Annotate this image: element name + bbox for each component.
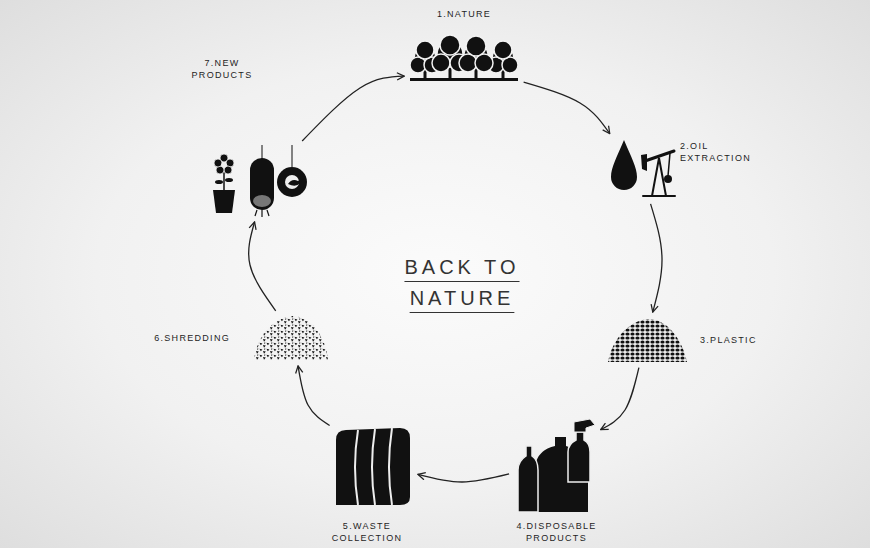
bale-strap: [355, 430, 358, 505]
step-label: 5.WASTE COLLECTION: [326, 520, 408, 544]
flower-center: [222, 163, 227, 168]
spray-bottle: [568, 432, 590, 482]
cycle-step: 3.PLASTIC: [608, 318, 688, 362]
pump-rod: [668, 153, 670, 176]
leaf: [225, 178, 233, 182]
canopy-lobe: [432, 54, 450, 72]
oil-drop: [611, 140, 637, 190]
cycle-arrow: [524, 82, 610, 134]
canopy-lobe: [466, 36, 486, 56]
step-label: 2.OIL EXTRACTION: [680, 140, 762, 164]
step-label: 3.PLASTIC: [700, 334, 790, 346]
cycle-arrow: [302, 76, 404, 141]
cycle-arrow: [601, 368, 639, 430]
pump-weight: [664, 175, 672, 183]
oil-icon: [611, 140, 675, 196]
cycle-step: 5.WASTE COLLECTION: [334, 426, 412, 507]
pump-tower: [652, 158, 666, 196]
diagram-title: BACK TO NATURE: [392, 252, 532, 314]
canopy-lobe: [440, 35, 460, 55]
cycle-arrow: [249, 222, 276, 311]
tree-icon: [410, 35, 518, 81]
bale-strap: [372, 429, 375, 505]
planter-soil: [253, 195, 271, 207]
pellet-pile: [608, 319, 687, 362]
bale-strap: [389, 428, 392, 505]
pump-base: [643, 195, 675, 197]
cycle-step: 4.DISPOSABLE PRODUCTS: [515, 418, 596, 514]
sprouts: [255, 210, 269, 217]
flower: [214, 154, 234, 174]
hanging-string: [292, 145, 293, 167]
bale-straps: [355, 428, 392, 505]
canopy-lobe: [494, 41, 512, 59]
hanging-planter: [250, 158, 274, 210]
cycle-step: 2.OIL EXTRACTION: [610, 138, 676, 198]
step-label: 6.SHREDDING: [130, 332, 230, 344]
hanging-string: [262, 145, 263, 160]
shred-pile: [254, 316, 328, 360]
bottles-icon: [518, 419, 595, 512]
new-products-icon: [213, 145, 307, 217]
step-label: 4.DISPOSABLE PRODUCTS: [509, 520, 604, 544]
pump-jack: [643, 151, 675, 196]
bird-feeder: [277, 167, 307, 197]
spray-trigger: [574, 419, 595, 432]
petal: [214, 159, 222, 167]
bird: [288, 179, 304, 186]
cycle-step: 6.SHREDDING: [254, 316, 328, 360]
flower-stem: [223, 170, 225, 190]
bale-icon: [336, 428, 410, 505]
cycle-step: 7.NEW PRODUCTS: [210, 145, 308, 216]
flower-pot: [213, 190, 235, 213]
bottle: [518, 446, 538, 512]
cycle-arrow: [298, 366, 330, 426]
canopy-lobe: [416, 41, 434, 59]
cycle-step: 1.NATURE: [410, 38, 518, 82]
pump-head: [641, 154, 647, 171]
canopy-lobe: [475, 54, 493, 72]
bale: [336, 428, 410, 505]
cycle-arrow: [651, 204, 662, 312]
step-label: 1.NATURE: [400, 8, 528, 20]
leaf: [215, 180, 223, 184]
cycle-arrow: [418, 474, 509, 482]
step-label: 7.NEW PRODUCTS: [186, 57, 258, 81]
tree-canopy: [410, 35, 518, 73]
